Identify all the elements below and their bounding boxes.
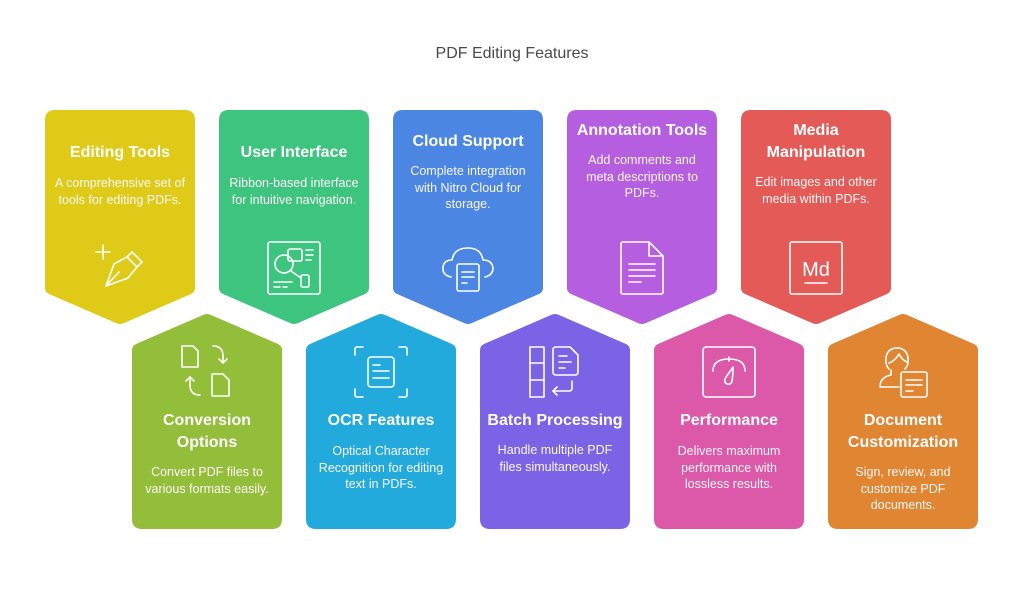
card-shape [393,110,543,324]
card-heading: Cloud Support [412,133,524,150]
feature-card-performance: Performance Delivers maximum performance… [654,313,804,529]
svg-text:Md: Md [802,259,830,281]
card-description: Sign, review, and customize PDF document… [855,465,951,512]
feature-card-annotation-tools: Annotation Tools Add comments and meta d… [567,110,717,325]
stacked-files-icon [529,346,579,398]
diagram-title: PDF Editing Features [435,45,589,62]
feature-card-document-customization: Document Customization Sign, review, and… [828,313,978,529]
card-shape [480,314,630,529]
card-heading: Annotation Tools [576,122,708,139]
card-heading: Document Customization [847,412,959,451]
card-description: A comprehensive set of tools for editing… [55,176,185,207]
card-shape [654,314,804,529]
pen-plus-icon [95,244,143,287]
card-heading: Performance [680,412,778,429]
card-shape [828,314,978,529]
card-shape [741,110,891,324]
card-heading: OCR Features [327,412,435,429]
card-description: Optical Character Recognition for editin… [318,444,444,491]
user-document-icon [879,347,928,398]
card-heading: Conversion Options [162,412,251,451]
scan-document-icon [354,346,408,398]
card-shape [567,110,717,324]
feature-card-cloud-support: Cloud Support Complete integration with … [393,110,543,325]
document-lines-icon [620,241,664,295]
layout-diagram-icon [267,241,321,295]
cloud-document-icon [442,247,494,292]
card-description: Handle multiple PDF files simultaneously… [497,443,613,474]
card-description: Complete integration with Nitro Cloud fo… [410,164,526,211]
markdown-box-icon: Md [789,241,843,295]
card-shape [45,110,195,324]
gauge-icon [702,346,756,398]
card-heading: Editing Tools [69,144,171,161]
card-description: Add comments and meta descriptions to PD… [586,153,698,200]
feature-card-ocr-features: OCR Features Optical Character Recogniti… [306,313,456,529]
card-heading: Batch Processing [487,412,623,429]
card-shape [219,110,369,324]
card-shape [306,314,456,529]
card-description: Convert PDF files to various formats eas… [145,465,269,496]
feature-card-conversion-options: Conversion Options Convert PDF files to … [132,313,282,529]
card-heading: User Interface [240,144,348,161]
card-description: Delivers maximum performance with lossle… [677,444,781,491]
card-description: Edit images and other media within PDFs. [755,175,877,206]
feature-card-batch-processing: Batch Processing Handle multiple PDF fil… [480,313,630,529]
card-shape [132,314,282,529]
file-convert-icon [181,345,230,397]
card-description: Ribbon-based interface for intuitive nav… [229,176,359,207]
feature-card-editing-tools: Editing Tools A comprehensive set of too… [45,110,195,325]
feature-card-user-interface: User Interface Ribbon-based interface fo… [219,110,369,325]
card-heading: Media Manipulation [766,122,866,161]
feature-card-media-manipulation: Media Manipulation Edit images and other… [741,110,891,325]
